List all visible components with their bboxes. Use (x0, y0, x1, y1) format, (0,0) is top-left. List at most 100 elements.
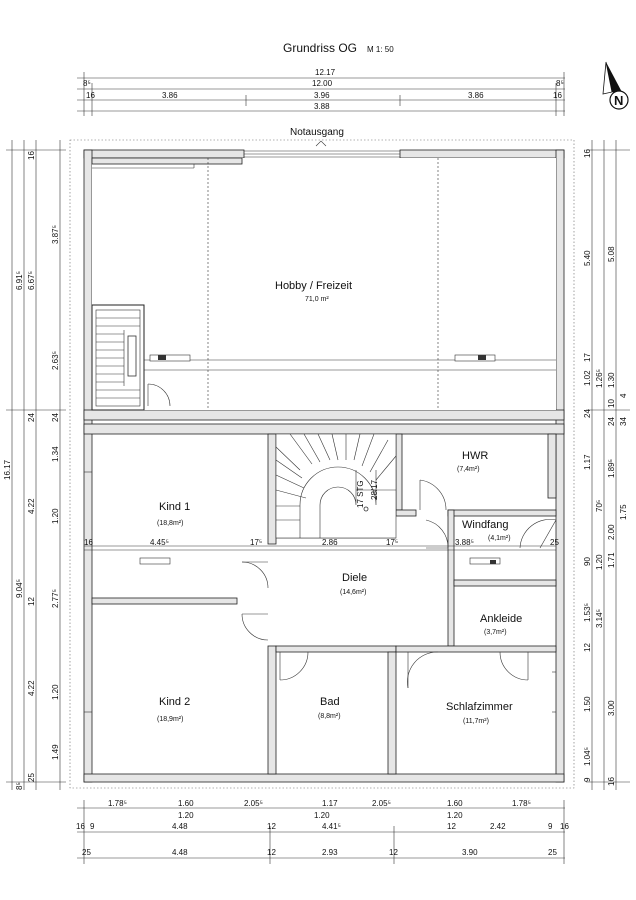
dim-left-7: 24 (27, 413, 36, 422)
dim-left-14: 24 (51, 413, 60, 422)
dim-left-2: 6.91⁵ (15, 271, 24, 290)
dim-right-20: 70⁵ (595, 500, 604, 512)
dim-bot-9: 1.20 (314, 811, 330, 820)
dim-right-12: 1.50 (583, 696, 592, 712)
dim-bot-17: 2.42 (490, 822, 506, 831)
dim-right-7: 1.17 (583, 454, 592, 470)
room-bad-name: Bad (320, 696, 340, 708)
room-ankleide-name: Ankleide (480, 613, 522, 625)
north-label: N (614, 93, 623, 108)
dim-bot-16: 12 (447, 822, 456, 831)
dim-right-9: 1.20 (595, 554, 604, 570)
dim-right-22: 1.71 (607, 552, 616, 568)
dim-bot-25: 3.90 (462, 848, 478, 857)
dim-right-14: 9 (583, 777, 592, 782)
dim-right-1: 16 (583, 149, 592, 158)
dim-left-15: 1.34 (51, 446, 60, 462)
dim-top-seg3: 3.86 (468, 91, 484, 100)
hobby-area-details (91, 157, 556, 411)
dim-bot-20: 25 (82, 848, 91, 857)
stair-ratio-label: 28/17 (370, 479, 379, 500)
dim-bot-13: 4.48 (172, 822, 188, 831)
dim-bot-7: 1.78⁵ (512, 799, 531, 808)
dim-bot-8: 1.20 (178, 811, 194, 820)
dim-left-19: 1.49 (51, 744, 60, 760)
doors (241, 479, 557, 689)
dim-top-left-overhang: 8⁵ (83, 79, 91, 88)
exit-marker-icon (315, 140, 327, 147)
plan-scale: M 1: 50 (367, 45, 394, 54)
dim-right-5: 1.26⁵ (595, 369, 604, 388)
dim-bot-2: 1.60 (178, 799, 194, 808)
dim-bot-24: 12 (389, 848, 398, 857)
dim-bot-3: 2.05⁵ (244, 799, 263, 808)
dim-right-17: 10 (607, 399, 616, 408)
dim-int-4: 2.86 (322, 538, 338, 547)
bottom-dimensions: 1.78⁵ 1.60 2.05⁵ 1.17 2.05⁵ 1.60 1.78⁵ 1… (76, 799, 569, 864)
dim-left-18: 1.20 (51, 684, 60, 700)
dim-int-7: 25 (550, 538, 559, 547)
room-diele-name: Diele (342, 572, 367, 584)
dim-right-15: 5.08 (607, 246, 616, 262)
room-ankleide-area: (3,7m²) (484, 629, 507, 636)
dim-bot-5: 2.05⁵ (372, 799, 391, 808)
room-kind2-area: (18,9m²) (157, 716, 183, 723)
dim-bot-1: 1.78⁵ (108, 799, 127, 808)
room-schlafzimmer-name: Schlafzimmer (446, 701, 513, 713)
right-dimensions: 16 5.40 17 1.02 1.26⁵ 24 1.17 90 1.20 1.… (583, 140, 630, 790)
dim-left-11: 25 (27, 773, 36, 782)
room-hobby-area: 71,0 m² (305, 296, 329, 303)
room-diele-area: (14,6m²) (340, 589, 366, 596)
dim-top-door: 3.88 (314, 102, 330, 111)
stair-steps-label: 17 STG (356, 480, 365, 508)
dim-left-13: 2.63⁵ (51, 351, 60, 370)
dim-bot-10: 1.20 (447, 811, 463, 820)
dim-right-4: 1.02 (583, 370, 592, 386)
dim-left-16: 1.20 (51, 508, 60, 524)
dim-right-25: 16 (607, 777, 616, 786)
dim-left-3: 9.04⁵ (15, 579, 24, 598)
dim-top-wall-right: 16 (553, 91, 562, 100)
dim-bot-22: 12 (267, 848, 276, 857)
dim-right-13: 1.04⁵ (583, 747, 592, 766)
top-dimensions: 12.17 8⁵ 8⁵ 12.00 16 3.86 3.96 3.86 16 3… (77, 68, 565, 116)
dim-left-5: 16 (27, 151, 36, 160)
room-kind1-name: Kind 1 (159, 501, 190, 513)
dim-right-18: 24 (607, 417, 616, 426)
dim-int-2: 4.45⁵ (150, 538, 169, 547)
room-hwr-area: (7,4m²) (457, 466, 480, 473)
dim-right-10: 1.53⁵ (583, 603, 592, 622)
dim-bot-14: 12 (267, 822, 276, 831)
left-dimensions: 16.17 6.91⁵ 9.04⁵ 8⁵ 16 6.67⁵ 24 4.22 12… (3, 140, 66, 790)
dim-right-27: 4 (619, 393, 628, 398)
north-arrow-icon: N (602, 61, 629, 110)
room-windfang-area: (4,1m²) (488, 535, 511, 542)
dim-right-26: 34 (619, 417, 628, 426)
dim-top-outer-wall: 12.00 (312, 79, 333, 88)
dim-top-total: 12.17 (315, 68, 336, 77)
dim-int-6: 3.88⁵ (455, 538, 474, 547)
dim-bot-18: 9 (548, 822, 553, 831)
room-windfang-name: Windfang (462, 519, 508, 531)
dim-right-23: 3.14⁵ (595, 609, 604, 628)
dim-left-12: 3.87⁵ (51, 225, 60, 244)
interior-dimensions: 16 4.45⁵ 17⁵ 2.86 17⁵ 3.88⁵ 25 (84, 538, 559, 547)
dim-right-28: 1.75 (619, 504, 628, 520)
emergency-exit-label: Notausgang (290, 127, 344, 138)
dim-left-8: 4.22 (27, 498, 36, 514)
roof-outline (69, 139, 575, 789)
dim-top-seg1: 3.86 (162, 91, 178, 100)
dim-left-10: 4.22 (27, 680, 36, 696)
room-kind1-area: (18,8m²) (157, 520, 183, 527)
dim-bot-11: 16 (76, 822, 85, 831)
dim-right-8: 90 (583, 557, 592, 566)
dim-left-6: 6.67⁵ (27, 271, 36, 290)
dim-right-16: 1.30 (607, 372, 616, 388)
dim-bot-26: 25 (548, 848, 557, 857)
room-hobby-name: Hobby / Freizeit (275, 280, 352, 292)
room-schlafzimmer-area: (11,7m²) (463, 718, 489, 725)
window-marks (84, 471, 556, 713)
dim-right-11: 12 (583, 643, 592, 652)
main-staircase (275, 433, 397, 539)
